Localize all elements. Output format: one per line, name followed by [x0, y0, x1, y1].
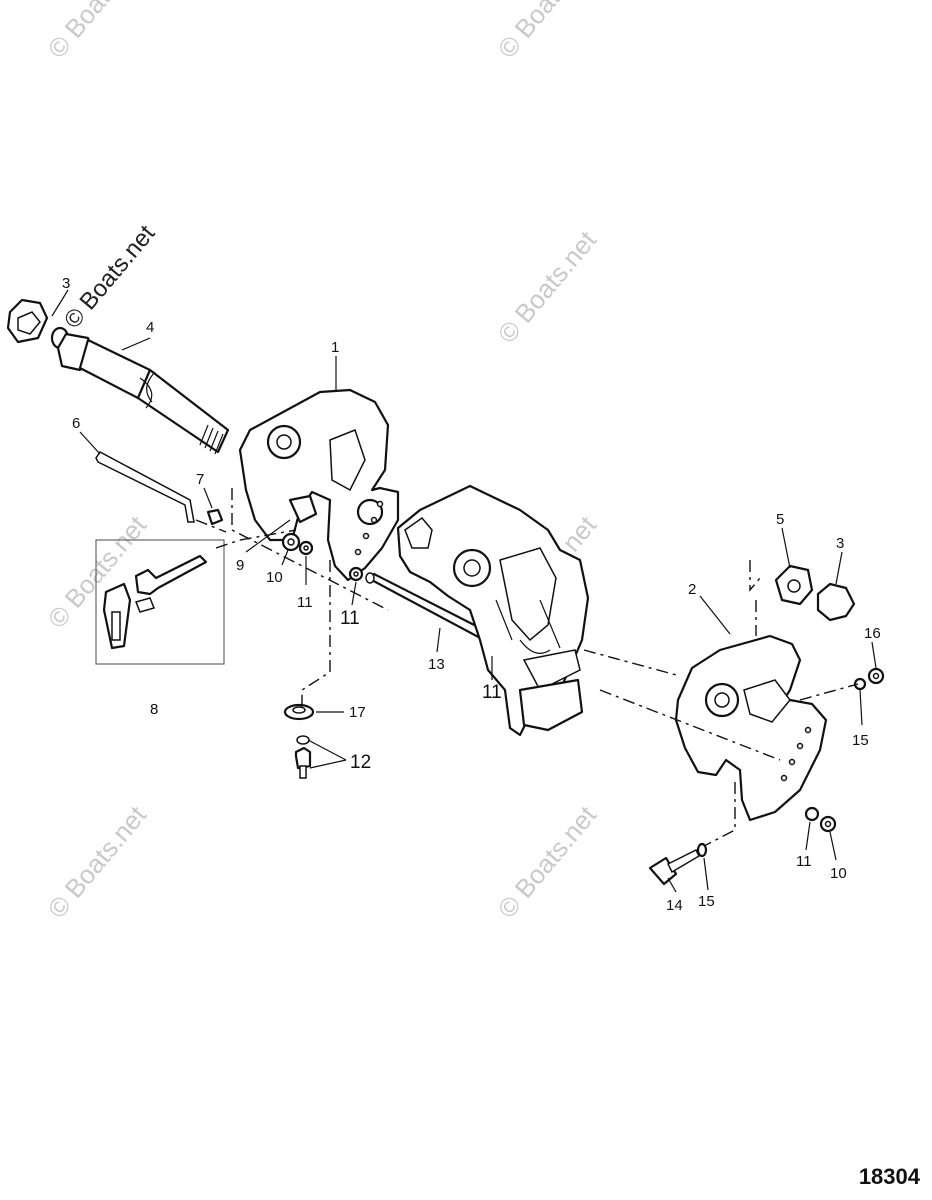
callout-10: 10 [266, 569, 283, 586]
part-7-screw [206, 508, 224, 526]
leader-lines [51, 289, 877, 893]
callout-3: 3 [62, 275, 70, 292]
part-11-washer-right [804, 806, 820, 822]
thread-marks [199, 424, 224, 455]
part-11-washer-left [298, 540, 314, 556]
watermark: © Boats.net [42, 0, 153, 64]
callout-8: 8 [150, 701, 158, 718]
callout-11: 11 [297, 594, 313, 611]
watermark: © Boats.net [492, 225, 603, 349]
callout-4: 4 [146, 319, 154, 336]
callout-6: 6 [72, 415, 80, 432]
callout-3: 3 [836, 535, 844, 552]
assembly-lines [195, 488, 859, 847]
callout-10: 10 [830, 865, 847, 882]
callout-2: 2 [688, 581, 696, 598]
part-11-washer-mid [348, 566, 364, 582]
part-1-left-clamp-bracket [238, 388, 400, 582]
watermark: © Boats.net [59, 220, 161, 334]
callout-13: 13 [428, 656, 445, 673]
callout-5: 5 [776, 511, 784, 528]
part-8-kit [95, 539, 225, 665]
part-14-bolt [648, 848, 700, 886]
part-6-rod [95, 451, 195, 523]
tilt-holes [780, 726, 812, 782]
callout-15: 15 [698, 893, 715, 910]
watermark: © Boats.net [492, 800, 603, 924]
callout-14: 14 [666, 897, 683, 914]
part-10-nut-right [819, 815, 837, 833]
part-4-tilt-tube [50, 326, 230, 455]
watermark: © Boats.net [42, 800, 153, 924]
part-10-nut-left [281, 532, 301, 552]
callout-11: 11 [796, 853, 812, 870]
part-15-washer-upper [853, 677, 867, 691]
watermark: © Boats.net [492, 0, 603, 64]
part-3-cap-right [816, 582, 856, 622]
swivel-detail [495, 599, 561, 654]
part-3-nut-left [6, 298, 49, 344]
part-15-washer-lower [696, 842, 708, 858]
callout-11: 11 [340, 608, 360, 629]
drawing-number: 18304 [858, 1164, 920, 1189]
swivel-bracket [396, 484, 590, 737]
part-17-bushing [283, 703, 315, 721]
callout-labels: 3 4 1 6 7 9 10 11 11 8 13 11 17 12 5 3 2… [62, 275, 881, 914]
callout-15: 15 [852, 732, 869, 749]
callout-9: 9 [236, 557, 244, 574]
tilt-holes [354, 500, 384, 556]
callout-16: 16 [864, 625, 881, 642]
part-12-screw [294, 735, 312, 779]
callout-7: 7 [196, 471, 204, 488]
callout-1: 1 [331, 339, 339, 356]
part-2-right-clamp-bracket [674, 634, 828, 822]
callout-17: 17 [349, 704, 366, 721]
part-16-nut [867, 667, 885, 685]
callout-11: 11 [482, 682, 502, 703]
callout-12: 12 [350, 752, 371, 773]
watermark: © Boats.net [42, 510, 153, 634]
part-5-nut-right [774, 564, 814, 606]
